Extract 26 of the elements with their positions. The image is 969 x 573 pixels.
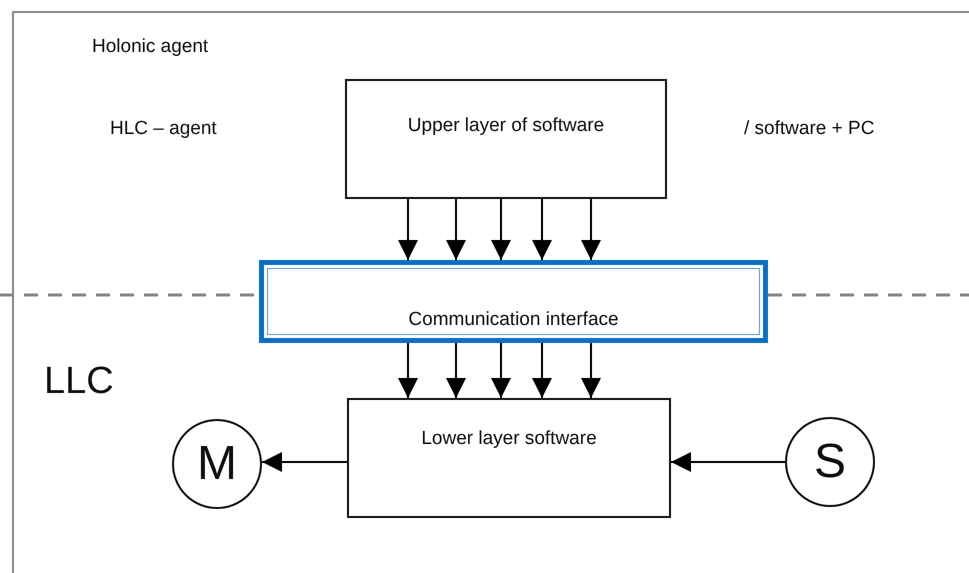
process-box <box>345 79 667 199</box>
motor-circle <box>172 419 262 509</box>
box-label: Upper layer of software <box>408 115 604 137</box>
process-box <box>347 398 671 518</box>
box-label: Lower layer software <box>421 428 597 450</box>
arrow <box>581 199 601 260</box>
text-label: Holonic agent <box>92 36 208 58</box>
arrow <box>581 343 601 398</box>
sensor-circle <box>785 417 875 507</box>
layer-label: LLC <box>44 360 114 403</box>
circle-letter: M <box>197 440 237 488</box>
arrow <box>398 343 418 398</box>
arrow <box>491 343 511 398</box>
arrow <box>532 199 552 260</box>
arrow <box>262 452 347 472</box>
interface-box <box>259 260 768 343</box>
arrow <box>491 199 511 260</box>
text-label: HLC – agent <box>110 118 217 140</box>
arrow <box>398 199 418 260</box>
arrow <box>532 343 552 398</box>
arrow <box>446 199 466 260</box>
text-label: / software + PC <box>744 118 874 140</box>
arrow <box>671 452 785 472</box>
box-label: Communication interface <box>408 309 619 331</box>
circle-letter: S <box>814 438 846 486</box>
arrow <box>446 343 466 398</box>
